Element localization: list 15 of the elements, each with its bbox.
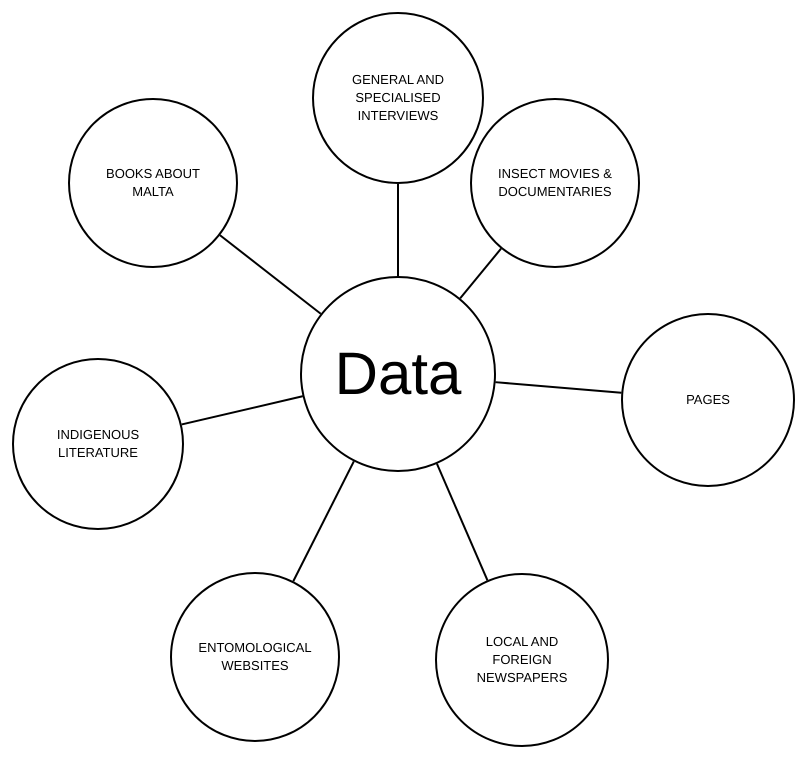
node-label: BOOKS ABOUT MALTA xyxy=(105,165,201,201)
connector-line xyxy=(496,381,622,394)
connector-line xyxy=(292,461,355,582)
connector-line xyxy=(459,248,502,299)
node-label: ENTOMOLOGICAL WEBSITES xyxy=(197,639,313,675)
node-label: INSECT MOVIES & DOCUMENTARIES xyxy=(497,165,613,201)
connector-line xyxy=(182,395,303,426)
node-label: PAGES xyxy=(686,391,730,409)
connector-line xyxy=(397,184,399,276)
node-label: Data xyxy=(334,344,462,404)
node-label: LOCAL AND FOREIGN NEWSPAPERS xyxy=(476,633,568,687)
connector-line xyxy=(436,464,488,581)
node-label: GENERAL AND SPECIALISED INTERVIEWS xyxy=(351,71,445,125)
node-label: INDIGENOUS LITERATURE xyxy=(56,426,140,462)
connector-line xyxy=(219,234,322,315)
